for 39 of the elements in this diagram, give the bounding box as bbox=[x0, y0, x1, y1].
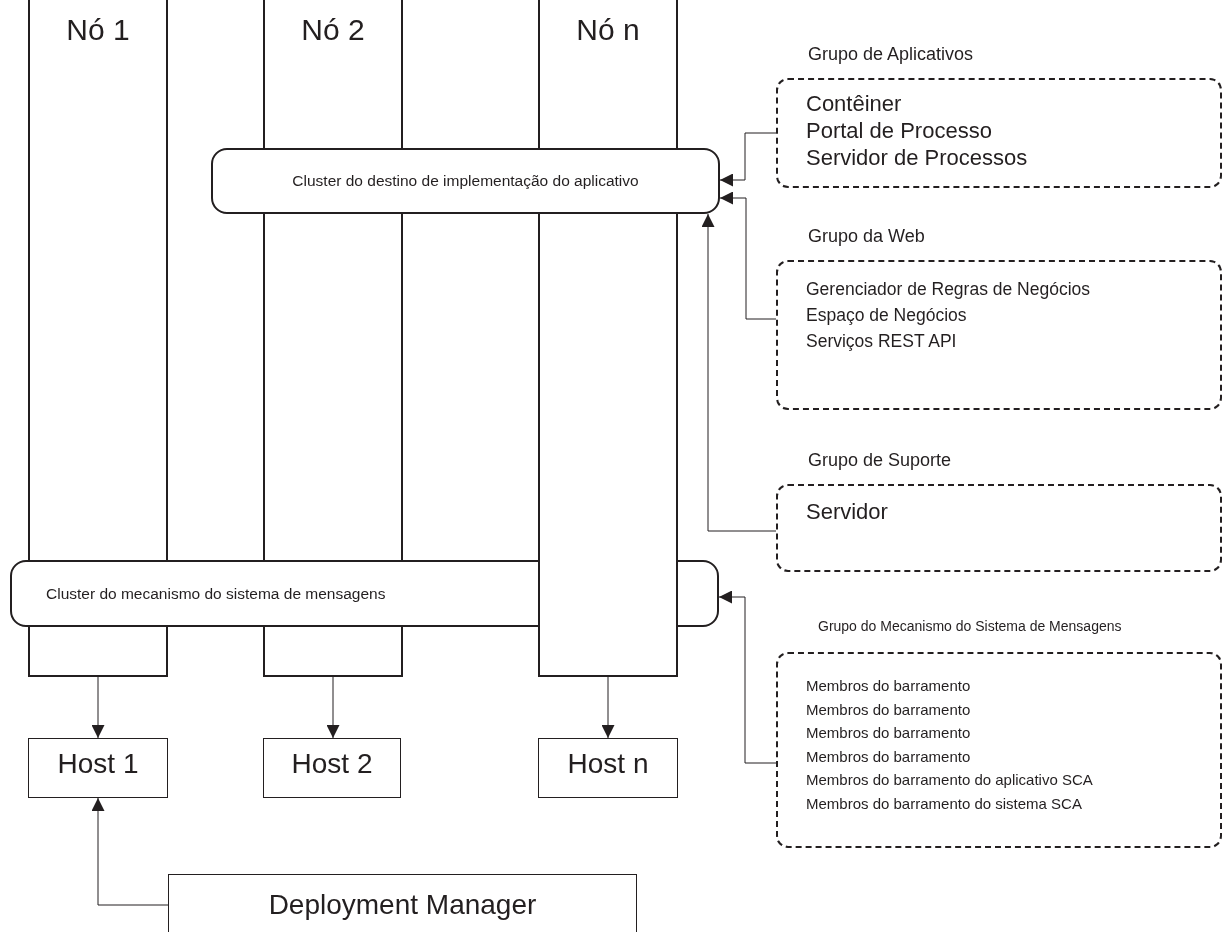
group-item: Servidor de Processos bbox=[806, 144, 1028, 171]
group-item: Espaço de Negócios bbox=[806, 304, 967, 327]
host-label: Host n bbox=[566, 747, 650, 781]
arrow bbox=[701, 213, 777, 532]
arrow bbox=[91, 676, 105, 739]
arrow bbox=[326, 676, 340, 739]
group-item: Membros do barramento bbox=[806, 746, 971, 767]
group-item: Membros do barramento bbox=[806, 699, 971, 720]
group-item: Membros do barramento bbox=[806, 676, 971, 696]
group-item: Membros do barramento do aplicativo SCA bbox=[806, 770, 1093, 790]
host-label: Deployment Manager bbox=[267, 888, 538, 922]
cluster-label: Cluster do destino de implementação do aplicativo bbox=[291, 172, 640, 190]
arrow bbox=[718, 590, 777, 764]
group-item: Membros do barramento do sistema SCA bbox=[806, 793, 1082, 814]
arrow bbox=[719, 191, 777, 320]
group-heading: Grupo do Mecanismo do Sistema de Mensagens bbox=[818, 618, 1122, 634]
host-label: Host 1 bbox=[56, 747, 140, 781]
group-item: Servidor bbox=[806, 498, 888, 526]
group-item: Contêiner bbox=[806, 90, 902, 117]
group-heading: Grupo da Web bbox=[808, 226, 925, 247]
node-title: Nó n bbox=[575, 13, 641, 47]
arrow bbox=[91, 797, 169, 906]
host-box bbox=[538, 738, 678, 798]
arrow bbox=[719, 132, 777, 187]
group-heading: Grupo de Suporte bbox=[808, 450, 952, 471]
node-title: Nó 1 bbox=[65, 13, 131, 47]
host-box bbox=[168, 874, 637, 932]
group-item: Portal de Processo bbox=[806, 117, 992, 144]
host-label: Host 2 bbox=[290, 747, 374, 781]
host-box bbox=[263, 738, 401, 798]
group-item: Gerenciador de Regras de Negócios bbox=[806, 278, 1091, 301]
cluster-box bbox=[211, 148, 720, 214]
arrow bbox=[601, 676, 615, 739]
group-item: Serviços REST API bbox=[806, 330, 957, 353]
group-heading: Grupo de Aplicativos bbox=[808, 44, 974, 65]
host-box bbox=[28, 738, 168, 798]
group-item: Membros do barramento bbox=[806, 723, 971, 743]
cluster-label: Cluster do mecanismo do sistema de mensagens bbox=[46, 584, 386, 603]
node-title: Nó 2 bbox=[300, 13, 366, 47]
